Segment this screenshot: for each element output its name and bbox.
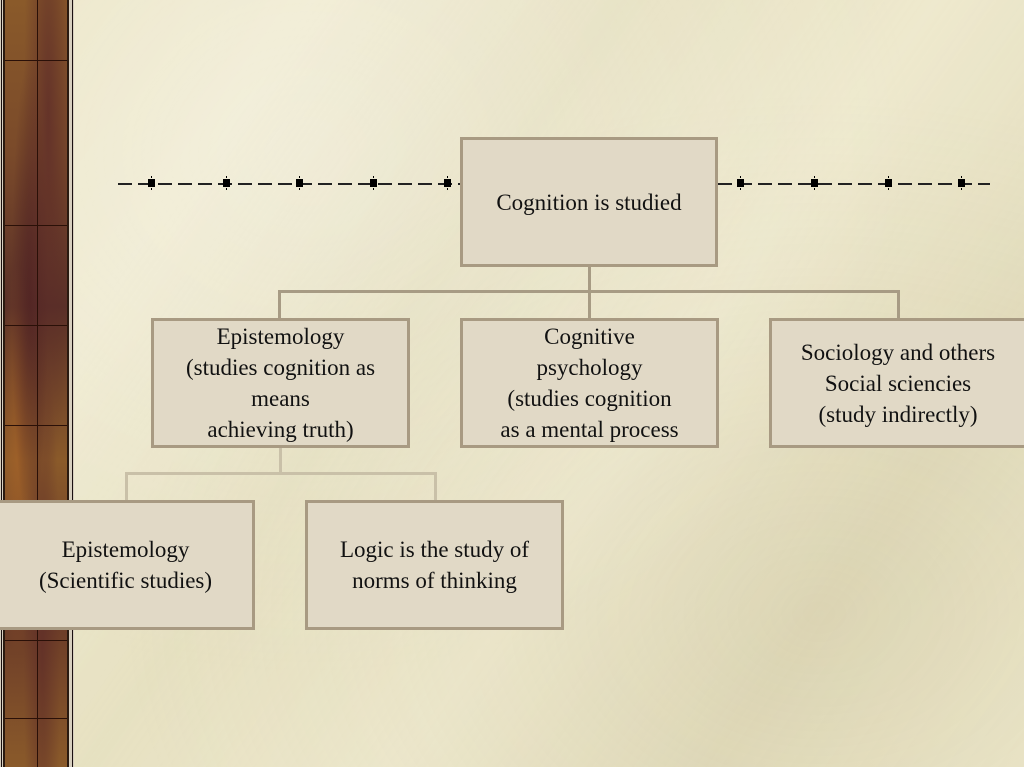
root-node-label: Cognition is studied	[496, 189, 682, 215]
strip-grid-line	[5, 225, 67, 226]
rule-marker-icon	[148, 176, 155, 190]
strip-border-line	[72, 0, 73, 767]
node-cognitive-psychology-label: Cognitive psychology (studies cognition …	[500, 324, 679, 442]
strip-grid-line	[5, 325, 67, 326]
strip-border-line	[1, 0, 2, 767]
root-node-cognition: Cognition is studied	[460, 137, 718, 267]
node-epistemology: Epistemology (studies cognition as means…	[151, 318, 410, 448]
connector-to-sociology	[897, 290, 900, 320]
connector-level2-bar	[125, 472, 437, 475]
rule-marker-icon	[737, 176, 744, 190]
rule-marker-icon	[811, 176, 818, 190]
node-scientific-studies: Epistemology (Scientific studies)	[0, 500, 255, 630]
decorative-dashed-rule-left	[118, 183, 460, 185]
rule-marker-icon	[958, 176, 965, 190]
connector-root-down	[588, 265, 591, 293]
rule-marker-icon	[223, 176, 230, 190]
decorative-side-strip	[0, 0, 74, 767]
node-cognitive-psychology: Cognitive psychology (studies cognition …	[460, 318, 719, 448]
decorative-dashed-rule-right	[718, 183, 990, 185]
connector-to-cognitive-psychology	[588, 290, 591, 320]
rule-marker-icon	[296, 176, 303, 190]
node-logic: Logic is the study of norms of thinking	[305, 500, 564, 630]
strip-grid-line	[5, 425, 67, 426]
connector-to-scientific-studies	[125, 472, 128, 502]
connector-epistemology-down	[279, 446, 282, 474]
strip-texture	[3, 0, 69, 767]
rule-marker-icon	[885, 176, 892, 190]
node-epistemology-label: Epistemology (studies cognition as means…	[185, 324, 376, 442]
connector-to-logic	[434, 472, 437, 502]
node-sociology: Sociology and others Social sciencies (s…	[769, 318, 1024, 448]
rule-marker-icon	[444, 176, 451, 190]
connector-to-epistemology	[278, 290, 281, 320]
node-scientific-studies-label: Epistemology (Scientific studies)	[38, 537, 213, 593]
strip-grid-line	[5, 640, 67, 641]
strip-grid-line	[37, 0, 38, 767]
strip-grid-line	[5, 718, 67, 719]
node-sociology-label: Sociology and others Social sciencies (s…	[800, 339, 996, 427]
rule-marker-icon	[370, 176, 377, 190]
strip-grid-line	[5, 60, 67, 61]
node-logic-label: Logic is the study of norms of thinking	[339, 537, 530, 593]
